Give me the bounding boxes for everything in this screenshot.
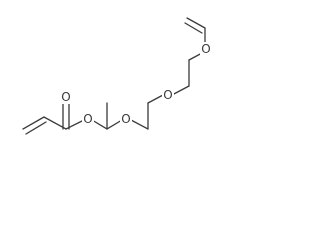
atom-o-carbonyl: O <box>61 90 70 104</box>
bond-o-ch <box>91 119 108 130</box>
bond-c-carbonyl <box>43 116 67 130</box>
bond-vinyl-double-b <box>25 121 47 135</box>
bond-vinyl-double-a <box>22 116 45 130</box>
atom-o-vinyl: O <box>201 42 210 56</box>
molecule-structure: O O O O O <box>22 17 212 135</box>
bond-vinylether-double-b <box>184 22 203 34</box>
bond-ch2-o-ether <box>147 94 164 104</box>
atom-o-ether: O <box>163 88 172 102</box>
atom-o-acetal: O <box>121 112 130 126</box>
bond-c-o-ester <box>65 119 85 130</box>
atoms: O O O O O <box>60 42 212 126</box>
bond-vinylether-double-a <box>186 17 206 29</box>
bond-o-ch2-a <box>130 119 149 130</box>
atom-o-ester: O <box>83 112 92 126</box>
bonds <box>22 17 206 135</box>
bond-o-ch2-b <box>171 85 190 96</box>
bond-ch-o-acetal <box>106 119 123 130</box>
